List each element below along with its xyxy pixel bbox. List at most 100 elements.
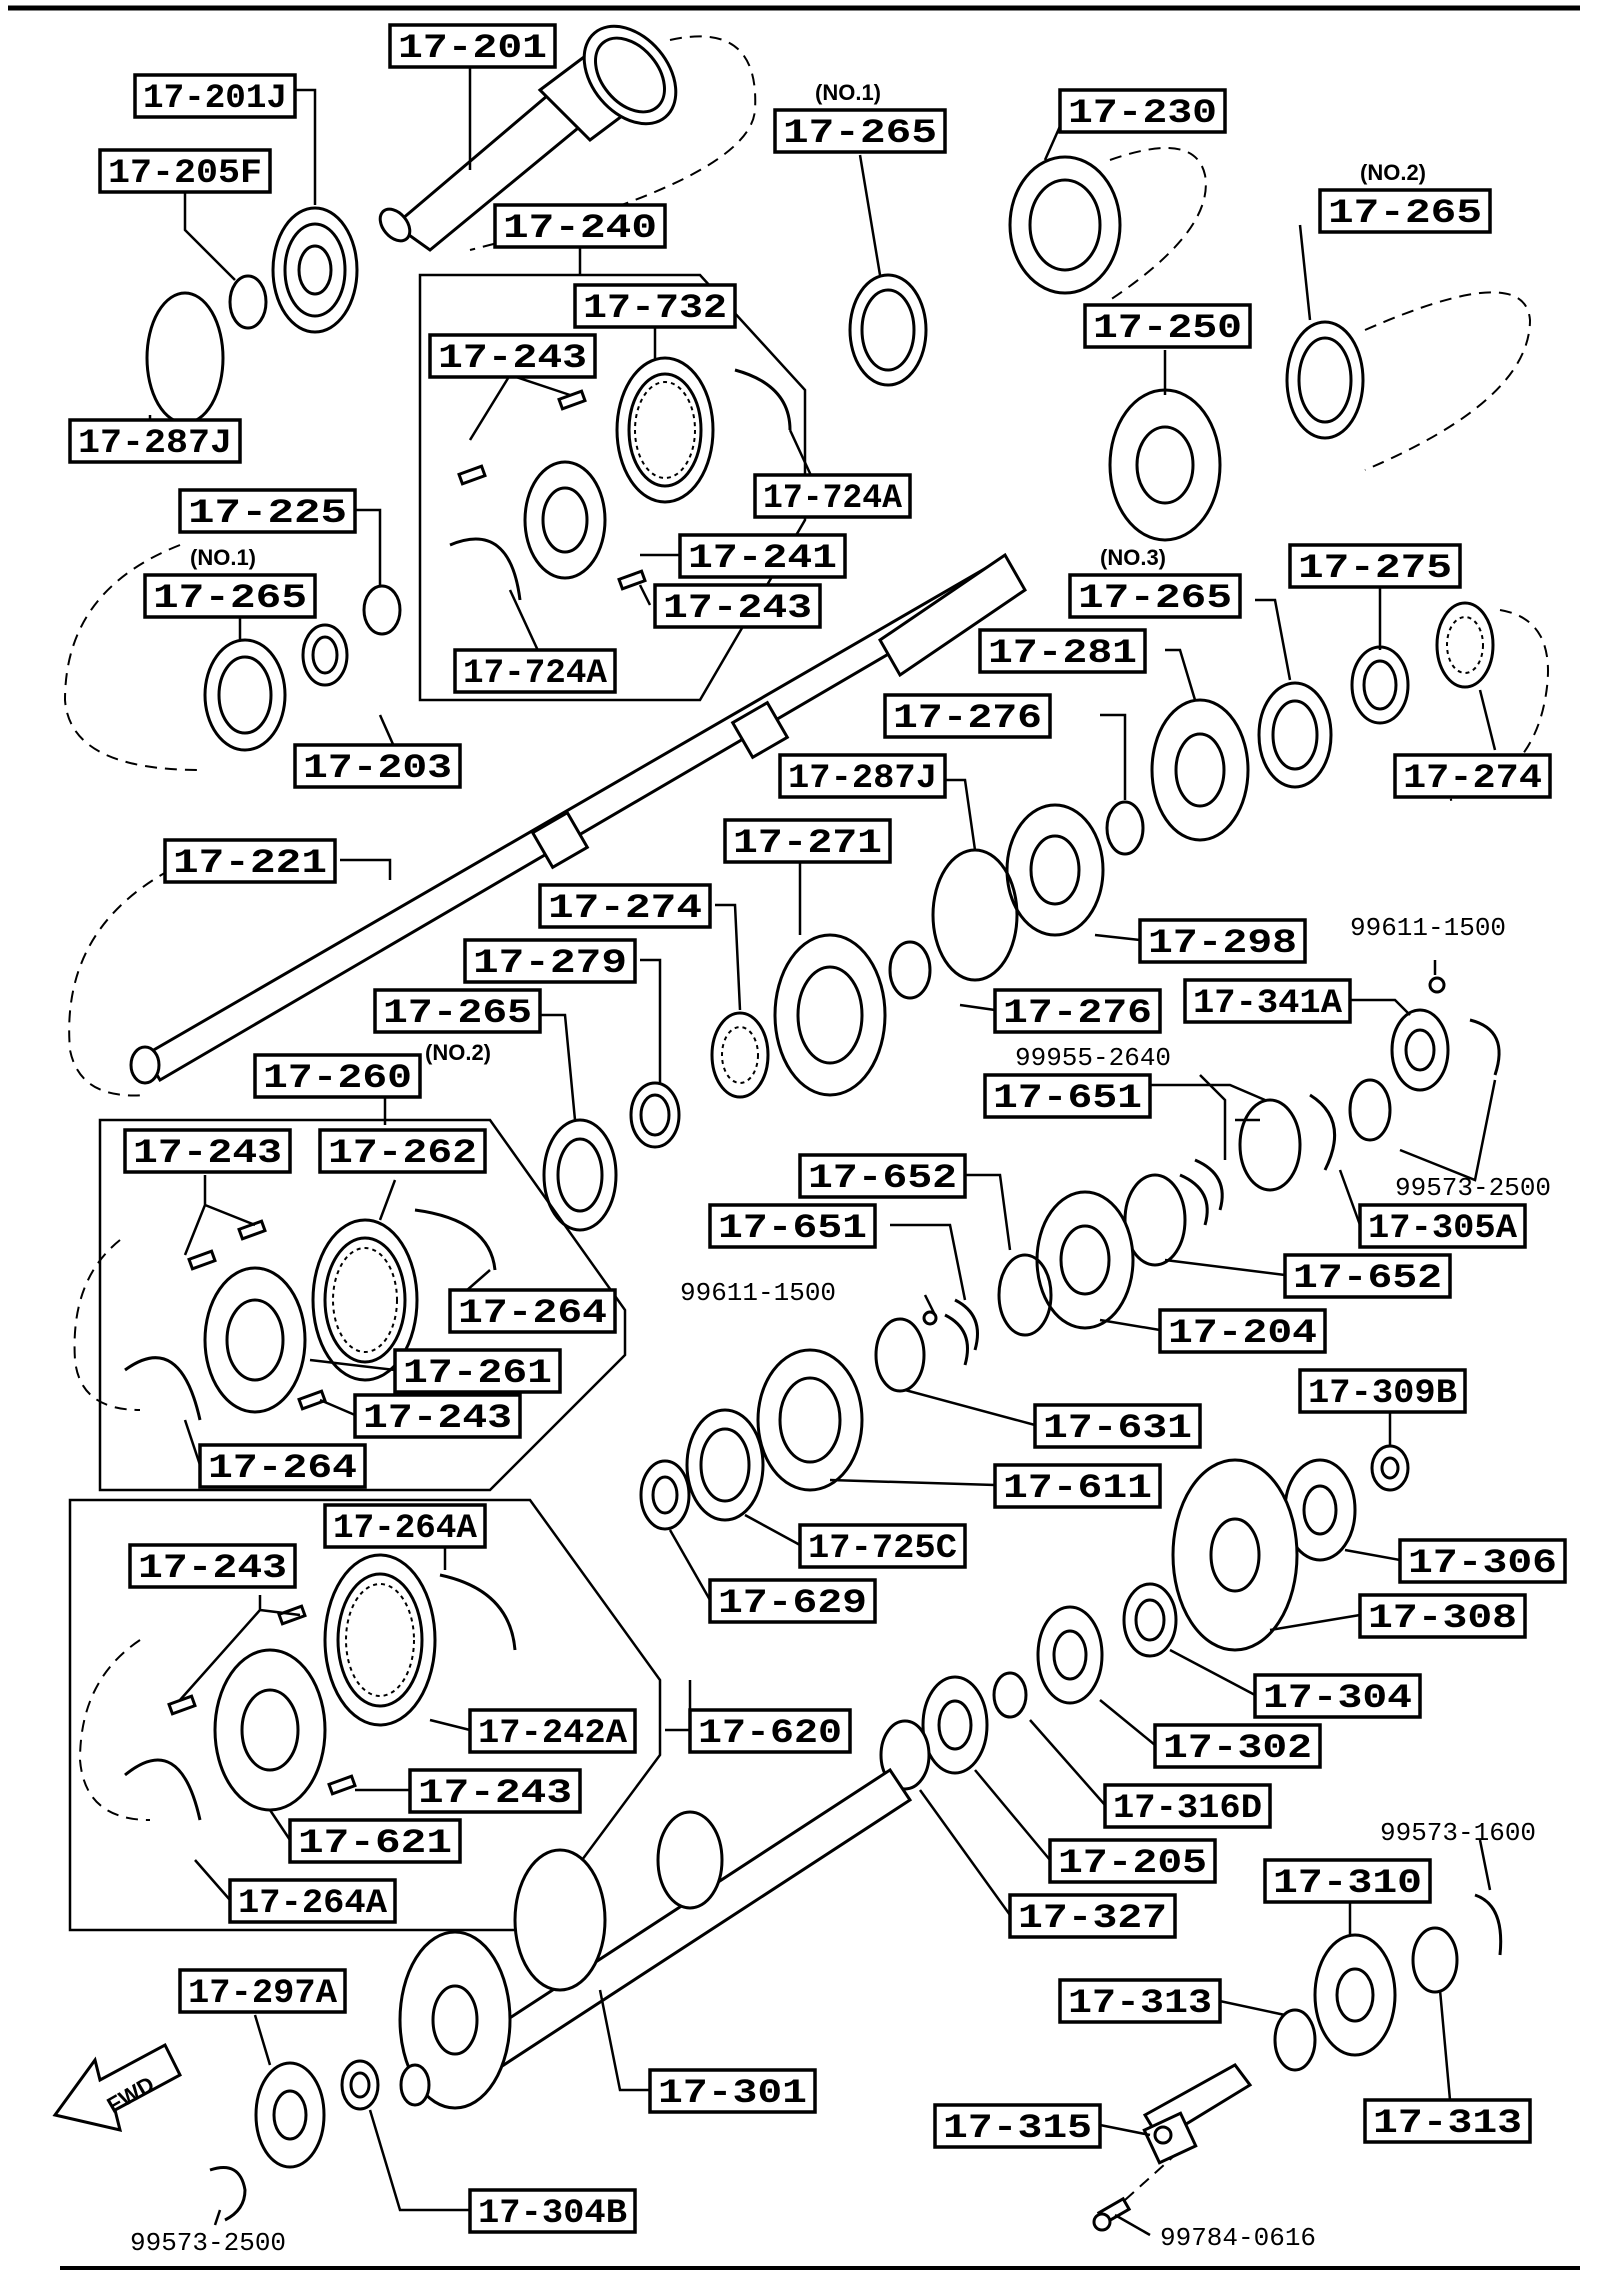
part-label-17-620: 17-620: [688, 1708, 852, 1754]
label-text: 17-243: [138, 1550, 287, 1588]
label-text: 17-271: [733, 825, 882, 863]
label-text: 17-276: [893, 700, 1042, 738]
label-text: 17-240: [503, 210, 657, 248]
label-text: 17-309B: [1308, 1375, 1457, 1413]
label-box: [393, 1348, 562, 1394]
label-text: 17-201J: [143, 80, 287, 118]
part-label-17-261: 17-261: [393, 1348, 562, 1394]
label-box: [408, 1768, 582, 1814]
part-label-17-316d: 17-316D: [1103, 1783, 1272, 1829]
label-box: [573, 283, 737, 329]
part-label-17-341a: 17-341A: [1183, 978, 1352, 1024]
gear-17-230-drawing: [1008, 147, 1207, 301]
countershaft-17-301-drawing: [398, 1767, 913, 2110]
label-box: [128, 1543, 297, 1589]
sync-group-17-620-frame: [68, 1498, 662, 1932]
label-text: 17-225: [188, 495, 347, 533]
label-box: [1058, 88, 1227, 134]
part-label-17-287j: 17-287J: [68, 418, 242, 464]
label-note: (NO.2): [425, 1040, 491, 1065]
label-box: [1358, 1593, 1527, 1639]
part-label-17-274: 17-274: [1393, 753, 1552, 799]
part-label-17-265: 17-265(NO.2): [373, 988, 542, 1065]
label-text: 17-243: [418, 1775, 572, 1813]
part-drawings: FWD: [52, 24, 1549, 2232]
part-label-17-264a: 17-264A: [228, 1878, 397, 1924]
part-label-17-276: 17-276: [883, 693, 1052, 739]
sync-ring-no1-top-drawing: [848, 273, 928, 387]
ring-17-651-upper-drawing: [1179, 1158, 1224, 1226]
label-text: 17-275: [1298, 550, 1452, 588]
part-label-17-204: 17-204: [1158, 1308, 1327, 1354]
sleeve-17-242A-drawing: [323, 1553, 437, 1727]
label-text: 17-265: [1328, 195, 1482, 233]
snap-ring-99573-2500-mid-drawing: [1348, 1078, 1392, 1142]
label-text: 17-264: [208, 1450, 357, 1488]
part-label-17-304b: 17-304B: [468, 2188, 637, 2234]
part-label-17-306: 17-306: [1398, 1538, 1567, 1584]
part-label-17-725c: 17-725C: [798, 1523, 967, 1569]
part-label-17-652: 17-652: [798, 1153, 967, 1199]
label-box: [318, 1128, 487, 1174]
part-label-17-243: 17-243: [408, 1768, 582, 1814]
label-box: [98, 148, 272, 194]
part-label-17-629: 17-629: [708, 1578, 877, 1624]
label-box: [1298, 1368, 1467, 1414]
nut-17-309B-drawing: [1370, 1444, 1410, 1492]
label-box: [538, 883, 712, 929]
part-number-99573-2500-upper: 99573-2500: [1395, 1173, 1551, 1203]
part-label-17-315: 17-315: [933, 2103, 1102, 2149]
gear-17-611-drawing: [756, 1348, 864, 1492]
part-label-17-651: 17-651: [983, 1073, 1152, 1119]
label-text: 17-264: [458, 1295, 607, 1333]
part-label-17-327: 17-327: [1008, 1893, 1177, 1939]
part-label-17-275: 17-275: [1288, 543, 1462, 589]
label-text: 17-243: [663, 590, 812, 628]
label-text: 17-241: [688, 540, 837, 578]
part-label-17-611: 17-611: [993, 1463, 1162, 1509]
label-text: 17-724A: [463, 655, 608, 693]
part-label-17-243: 17-243: [128, 1543, 297, 1589]
label-text: 17-620: [698, 1715, 842, 1753]
needle-bearing-17-274-lower-drawing: [710, 1011, 770, 1099]
label-text: 17-724A: [763, 480, 903, 518]
bearing-17-203-drawing: [301, 623, 349, 687]
part-label-17-301: 17-301: [648, 2068, 817, 2114]
key-17-243-drawing-b: [457, 464, 487, 486]
part-label-17-313: 17-313: [1058, 1978, 1222, 2024]
part-label-17-243: 17-243: [123, 1128, 292, 1174]
ring-17-287J-mid-drawing: [931, 848, 1019, 982]
label-box: [463, 938, 637, 984]
label-text: 17-276: [1003, 995, 1152, 1033]
washer-17-276-upper-drawing: [1105, 800, 1145, 856]
collar-17-304-drawing: [1122, 1582, 1178, 1658]
part-label-17-243: 17-243: [353, 1393, 522, 1439]
bearing-17-201J-drawing: [271, 206, 359, 334]
part-number-99784-0616: 99784-0616: [1160, 2223, 1316, 2253]
group-dash-left-lower: [78, 1639, 151, 1821]
label-box: [493, 203, 667, 249]
part-label-17-205f: 17-205F: [98, 148, 272, 194]
key-17-243-drawing-i: [327, 1774, 357, 1796]
part-label-17-274: 17-274: [538, 883, 712, 929]
part-label-17-265: 17-265(NO.2): [1318, 160, 1492, 234]
key-17-243-drawing-c: [617, 569, 647, 591]
label-box: [1283, 1253, 1452, 1299]
ring-17-651-lower-drawing: [944, 1298, 979, 1366]
label-text: 17-205F: [108, 155, 262, 193]
key-17-243-drawing-h: [167, 1694, 197, 1716]
label-text: 17-201: [398, 30, 547, 68]
bearing-17-204-drawing: [1035, 1190, 1135, 1330]
part-label-17-631: 17-631: [1033, 1403, 1202, 1449]
label-text: 17-621: [298, 1825, 452, 1863]
label-box: [178, 488, 357, 534]
key-17-243-drawing-f: [297, 1389, 327, 1411]
label-text: 17-260: [263, 1060, 412, 1098]
part-label-17-271: 17-271: [723, 818, 892, 864]
label-text: 17-306: [1408, 1545, 1557, 1583]
part-label-17-652: 17-652: [1283, 1253, 1452, 1299]
part-label-17-621: 17-621: [288, 1818, 462, 1864]
bolt-99784-0616-drawing: [1092, 2154, 1176, 2232]
label-box: [978, 628, 1147, 674]
label-note: (NO.3): [1100, 545, 1166, 570]
